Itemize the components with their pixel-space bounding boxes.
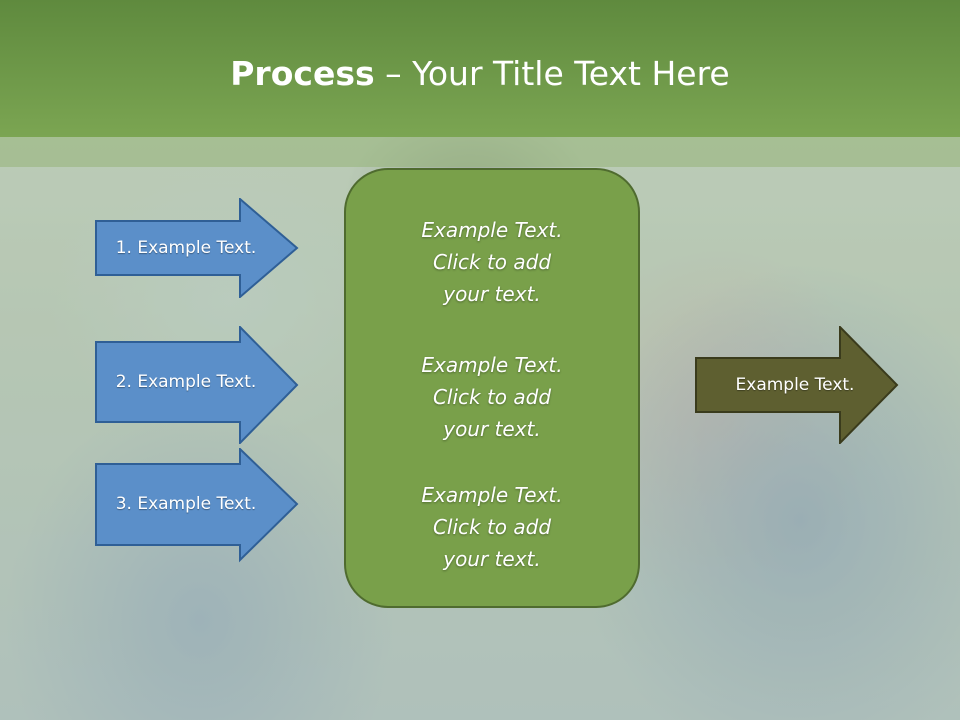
center-text-line: Click to add [432,515,552,539]
output-arrow[interactable]: Example Text. [695,326,899,444]
title-bold-text: Process [230,54,375,93]
center-text-line: your text. [443,547,541,571]
step-arrow-2[interactable]: 2. Example Text. [95,326,299,444]
center-text-line: Example Text. [421,218,563,242]
step-label-1: 1. Example Text. [115,238,257,258]
center-text-line: your text. [443,417,541,441]
step-arrow-3[interactable]: 3. Example Text. [95,448,299,563]
center-text-block-3: Example Text. Click to add your text. [346,479,638,575]
right-arrow-shape-icon [95,448,299,563]
right-arrow-shape-icon [95,198,299,298]
center-text-block-2: Example Text. Click to add your text. [346,349,638,445]
output-label: Example Text. [735,375,855,395]
center-text-line: Example Text. [421,483,563,507]
center-text-block-1: Example Text. Click to add your text. [346,214,638,310]
step-arrow-1[interactable]: 1. Example Text. [95,198,299,298]
right-arrow-shape-icon [95,326,299,444]
center-text-line: Example Text. [421,353,563,377]
step-label-3: 3. Example Text. [115,494,257,514]
step-label-2: 2. Example Text. [115,372,257,392]
center-content-box[interactable]: Example Text. Click to add your text. Ex… [344,168,640,608]
title-rest-text: – Your Title Text Here [374,54,730,93]
title-bar [0,0,960,137]
title-bar-band [0,137,960,167]
center-text-line: Click to add [432,250,552,274]
center-text-line: your text. [443,282,541,306]
right-arrow-shape-icon [695,326,899,444]
center-text-line: Click to add [432,385,552,409]
slide-title[interactable]: Process – Your Title Text Here [0,52,960,96]
